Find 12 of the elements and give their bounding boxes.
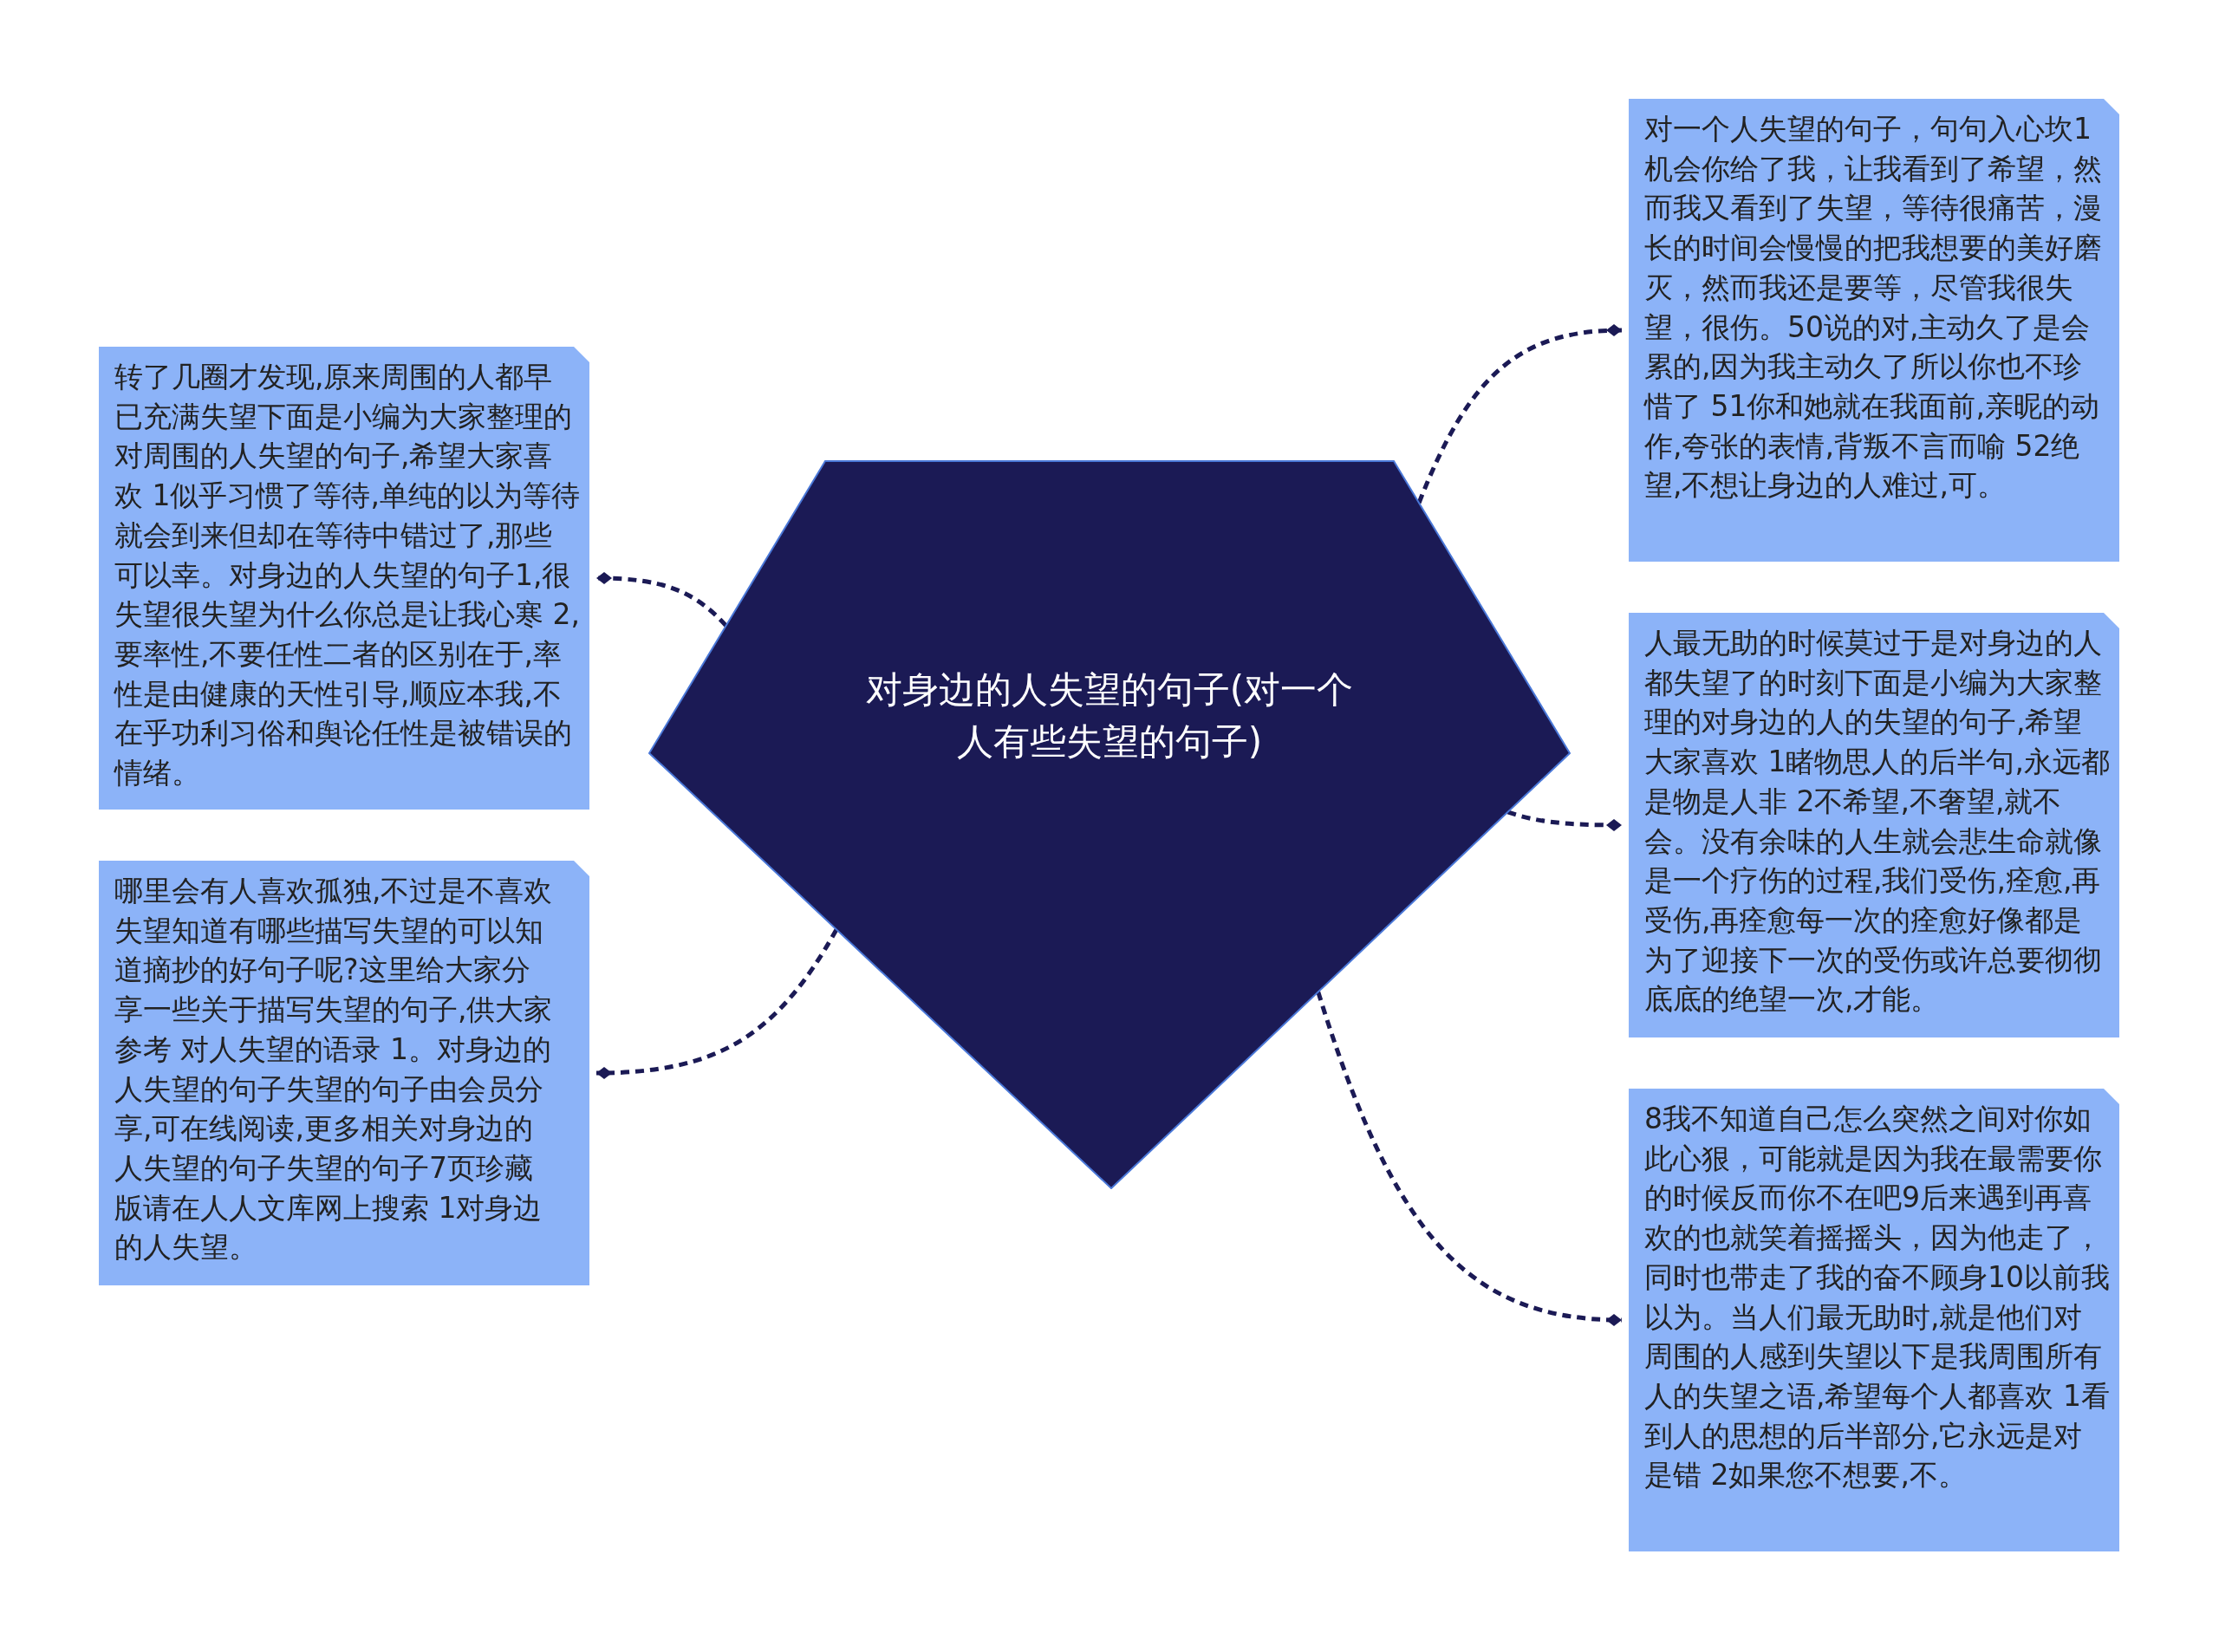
connector [1506, 810, 1622, 831]
connector [595, 928, 839, 1079]
connector [1316, 991, 1623, 1326]
text-card: 8我不知道自己怎么突然之间对你如此心狠，可能就是因为我在最需要你的时候反而你不在吧9后来遇到再喜欢的也就笑着摇摇头，因为他走了，同时也带走了我的奋不顾身10以前我以为。当人们最无助时,就是他们对周围的人感到失望以下是我周围所有人的失望之语,希望每个人都喜欢 1看到人的思想的后半部分,它永远是对是错 2如果您不想要,不。 [1629, 1089, 2119, 1551]
topic-title: 对身边的人失望的句子(对一个人有些失望的句子) [864, 667, 1355, 764]
text-card: 哪里会有人喜欢孤独,不过是不喜欢失望知道有哪些描写失望的可以知道摘抄的好句子呢?这里给大家分享一些关于描写失望的句子,供大家参考 对人失望的语录 1。对身边的人失望的句子失望的句子由会员分享,可在线阅读,更多相关对身边的人失望的句子失望的句子7页珍藏版请在人人文库网上搜索 1对身边的人失望。 [99, 861, 589, 1285]
text-card: 人最无助的时候莫过于是对身边的人都失望了的时刻下面是小编为大家整理的对身边的人的失望的句子,希望大家喜欢 1睹物思人的后半句,永远都是物是人非 2不希望,不奢望,就不会。没有余味的人生就会悲生命就像是一个疗伤的过程,我们受伤,痊愈,再受伤,再痊愈每一次的痊愈好像都是为了迎接下一次的受伤或许总要彻彻底底的绝望一次,才能。 [1629, 613, 2119, 1037]
text-card: 转了几圈才发现,原来周围的人都早已充满失望下面是小编为大家整理的对周围的人失望的句子,希望大家喜欢 1似乎习惯了等待,单纯的以为等待就会到来但却在等待中错过了,那些可以幸。对身边的人失望的句子1,很失望很失望为什么你总是让我心寒 2,要率性,不要任性二者的区别在于,率性是由健康的天性引导,顺应本我,不在乎功利习俗和舆论任性是被错误的情绪。 [99, 347, 589, 810]
pentagon-node [648, 460, 1571, 1189]
text-card: 对一个人失望的句子，句句入心坎1机会你给了我，让我看到了希望，然而我又看到了失望，等待很痛苦，漫长的时间会慢慢的把我想要的美好磨灭，然而我还是要等，尽管我很失望，很伤。50说的对,主动久了是会累的,因为我主动久了所以你也不珍惜了 51你和她就在我面前,亲昵的动作,夸张的表情,背叛不言而喻 52绝望,不想让身边的人难过,可。 [1629, 99, 2119, 562]
connector [1416, 324, 1623, 504]
connector [595, 572, 728, 628]
